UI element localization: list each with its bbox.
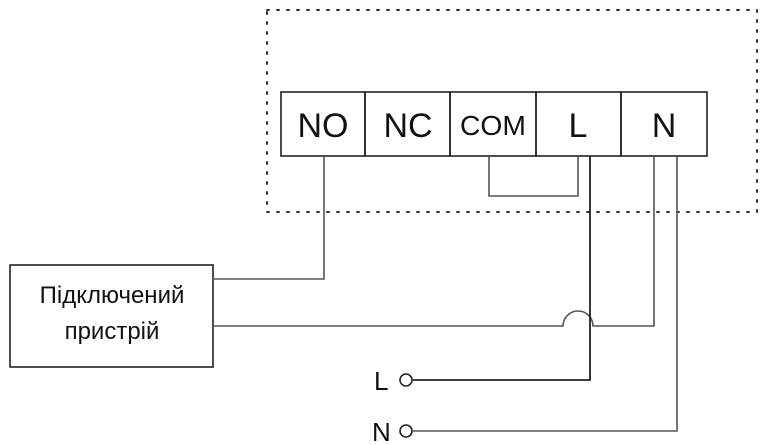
com-l-jumper	[488, 156, 579, 197]
terminal-com-label: COM	[460, 110, 526, 141]
terminal-n-label: N	[652, 107, 677, 145]
terminal-block: NO NC COM L N	[280, 91, 708, 157]
supply-n-label: N	[372, 417, 391, 445]
supply-l-terminal-icon	[399, 373, 413, 387]
supply-n-terminal-icon	[399, 424, 413, 438]
terminal-l-label: L	[569, 107, 588, 145]
wire-no-to-device	[213, 156, 325, 280]
terminal-nc-label: NC	[383, 107, 432, 145]
wire-device-to-n	[213, 156, 655, 327]
connected-device-box	[9, 264, 214, 368]
wire-n-supply	[413, 156, 678, 432]
terminal-n	[620, 91, 708, 157]
supply-l-label: L	[374, 366, 388, 396]
terminal-no-label: NO	[298, 107, 349, 145]
connected-device-label-line1: Підключений	[40, 282, 185, 309]
controller-enclosure	[266, 9, 758, 213]
wire-l-supply	[413, 156, 591, 381]
connected-device-label-line2: пристрій	[65, 318, 160, 345]
